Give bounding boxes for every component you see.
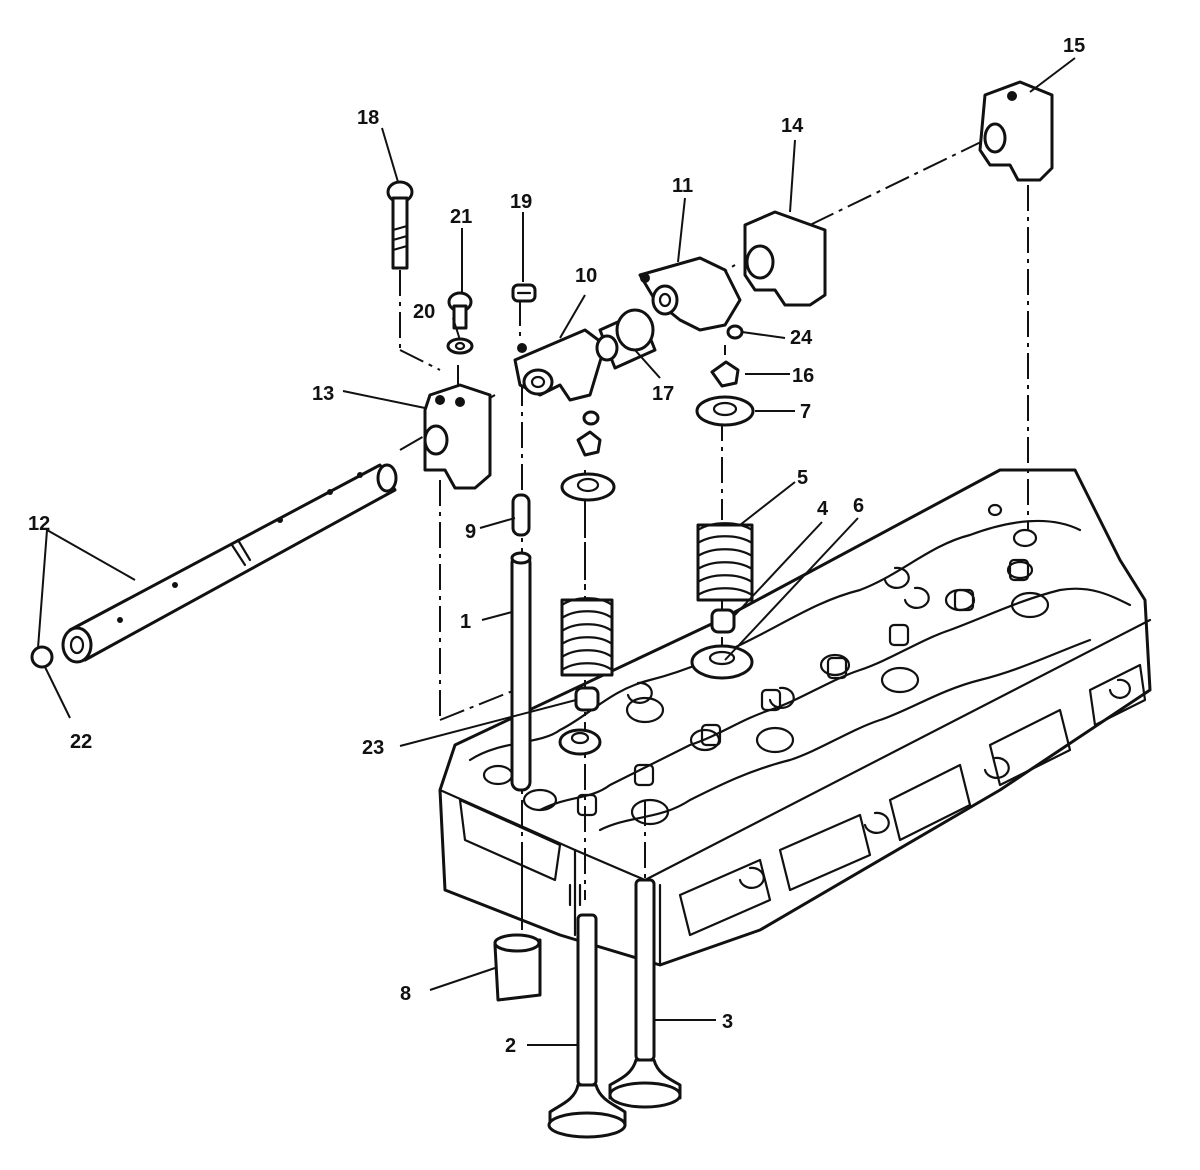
washer [446,337,474,355]
callout-labels: 1 2 3 4 5 6 7 8 9 10 11 12 13 14 15 16 1… [28,35,1085,1057]
intake-valve [547,913,627,1139]
callout-9: 9 [465,521,476,543]
callout-3: 3 [722,1011,733,1033]
valve-spring-left [560,597,614,677]
callout-7: 7 [800,401,811,423]
push-rod-cap [511,493,531,537]
rocker-shaft-support-front [423,383,492,490]
callout-5: 5 [797,467,808,489]
spring-retainer-right [695,395,755,427]
exhaust-valve [608,878,682,1109]
leader-lines [37,57,1076,1046]
callout-6: 6 [853,495,864,517]
callout-14: 14 [781,115,804,137]
callout-18: 18 [357,107,379,129]
callout-23: 23 [362,737,384,759]
callout-13: 13 [312,383,334,405]
lock-nut [511,283,537,303]
valve-keepers-right [710,360,740,388]
callout-15: 15 [1063,35,1085,57]
adjusting-screw [447,291,473,330]
rocker-shaft-support-rear [978,80,1054,182]
rocker-spring [595,308,657,370]
valve-cap-right [726,324,744,340]
rocker-arm-exhaust [638,256,742,332]
callout-19: 19 [510,191,532,213]
callout-8: 8 [400,983,411,1005]
valve-guide [493,933,542,1002]
callout-16: 16 [792,365,814,387]
rocker-shaft-support-middle [743,210,827,307]
callout-20: 20 [413,301,435,323]
callout-24: 24 [790,327,813,349]
cylinder-head [438,468,1152,967]
valve-cap [582,410,600,426]
callout-2: 2 [505,1035,516,1057]
spring-seat-left [558,728,602,756]
callout-21: 21 [450,206,472,228]
valve-stem-seal-left [574,686,600,712]
spring-seat-right [690,644,754,680]
callout-1: 1 [460,611,471,633]
rocker-arm-intake [513,328,607,402]
callout-12: 12 [28,513,50,535]
callout-17: 17 [652,383,674,405]
callout-22: 22 [70,731,92,753]
callout-4: 4 [817,498,829,520]
callout-10: 10 [575,265,597,287]
valve-spring-right [696,522,754,602]
callout-11: 11 [672,175,693,197]
rocker-shaft [61,463,398,664]
shaft-plug [30,645,54,669]
push-rod [510,551,532,792]
valve-keepers-left [576,430,602,457]
spring-retainer-left [560,472,616,502]
valve-stem-seal-right [710,608,736,634]
support-bolt [386,180,414,270]
